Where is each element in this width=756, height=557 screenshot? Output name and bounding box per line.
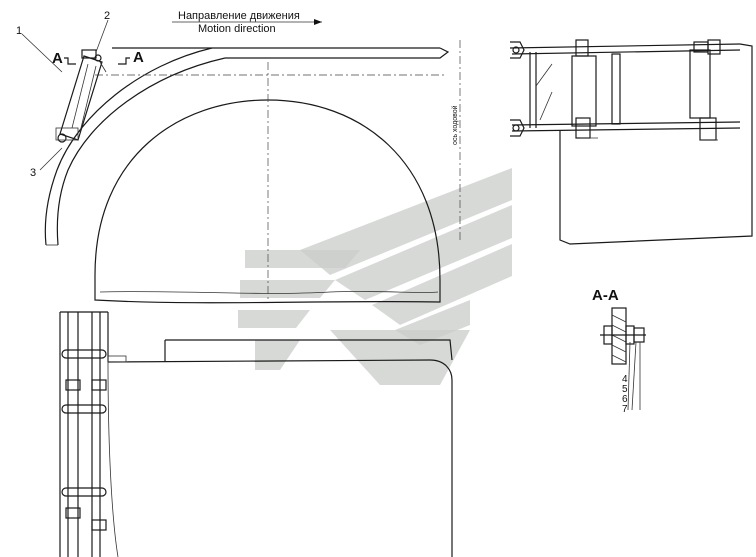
callout-6: 6 <box>622 394 628 405</box>
callout-4: 4 <box>622 374 628 385</box>
section-mark-left: A <box>52 50 63 67</box>
ladder-side-view <box>59 311 453 557</box>
direction-label-ru: Направление движения <box>178 10 300 22</box>
callout-3: 3 <box>30 167 36 179</box>
leader-line-2 <box>95 19 109 53</box>
step-frame-plan-view <box>509 39 753 245</box>
direction-arrow-head <box>314 19 322 25</box>
motion-direction: Направление движения Motion direction <box>172 10 322 35</box>
callout-1: 1 <box>16 25 22 37</box>
watermark-logo <box>238 168 512 385</box>
callout-7: 7 <box>622 404 628 415</box>
section-title: A-A <box>592 287 619 304</box>
side-step <box>55 49 107 143</box>
section-mark-right: A <box>133 49 144 66</box>
callout-2: 2 <box>104 10 110 22</box>
section-a-a: A-A 4 5 6 7 <box>592 287 646 415</box>
direction-label-en: Motion direction <box>198 23 276 35</box>
fender-view: ось ходовой A A 1 2 3 <box>16 10 461 304</box>
leader-line-1 <box>21 33 63 73</box>
leader-line-3 <box>39 147 63 171</box>
callout-5: 5 <box>622 384 628 395</box>
axis-label: ось ходовой <box>451 105 459 145</box>
